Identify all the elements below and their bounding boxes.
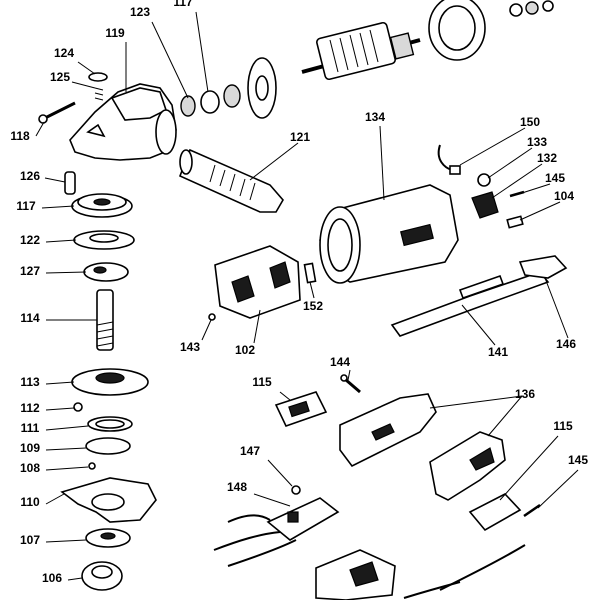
callout-c113: 113 [20, 375, 40, 389]
leader-lines [35, 11, 579, 581]
suppressor-block [315, 549, 396, 600]
callout-c126: 126 [20, 169, 40, 183]
callout-c112: 112 [20, 401, 40, 415]
callout-c107: 107 [20, 533, 40, 547]
callout-labels: 123 117 124 119 125 118 121 134 150 133 132 145 104 1… [10, 0, 588, 585]
cable-clip [303, 262, 317, 284]
baffle-plate [247, 57, 277, 119]
callout-c122: 122 [20, 233, 40, 247]
callout-c121: 121 [290, 130, 310, 144]
spindle-parts-column [60, 171, 157, 591]
screw-145 [523, 503, 541, 518]
fan-housing [428, 0, 486, 61]
callout-c123: 123 [130, 5, 150, 19]
callout-c145a: 145 [545, 171, 565, 185]
brush-holder-assembly [437, 144, 525, 229]
callout-c152: 152 [303, 299, 323, 313]
spindle-lock-spring [88, 72, 108, 101]
housing-screw [38, 101, 76, 124]
callout-c117a: 117 [173, 0, 193, 9]
field-coil [214, 245, 301, 319]
handle-half-upper [339, 393, 437, 468]
callout-c108: 108 [20, 461, 40, 475]
callout-c132: 132 [537, 151, 557, 165]
callout-c145b: 145 [568, 453, 588, 467]
rear-bearings [509, 0, 554, 17]
switch-cover [274, 391, 328, 427]
side-handle [178, 148, 284, 213]
motor-housing [319, 184, 459, 284]
callout-c110: 110 [20, 495, 40, 509]
callout-c114: 114 [20, 311, 40, 325]
callout-c136: 136 [515, 387, 535, 401]
callout-c125: 125 [50, 70, 70, 84]
callout-c124: 124 [54, 46, 74, 60]
callout-c117b: 117 [16, 199, 36, 213]
callout-c141: 141 [488, 345, 508, 359]
callout-c143: 143 [180, 340, 200, 354]
switch-assembly [213, 485, 340, 567]
callout-c134: 134 [365, 110, 385, 124]
coil-screw [208, 313, 216, 321]
callout-c111: 111 [21, 421, 40, 435]
callout-c109: 109 [20, 441, 40, 455]
handle-half-lower [429, 431, 506, 501]
callout-c146: 146 [556, 337, 576, 351]
callout-c106: 106 [42, 571, 62, 585]
power-cord [403, 544, 526, 599]
bearing-stack [180, 84, 241, 117]
callout-c127: 127 [20, 264, 40, 278]
callout-c144: 144 [330, 355, 350, 369]
callout-c115a: 115 [252, 375, 272, 389]
callout-c104: 104 [554, 189, 574, 203]
callout-c118: 118 [10, 129, 30, 143]
callout-c133: 133 [527, 135, 547, 149]
cover-plate-115 [468, 493, 522, 532]
armature [301, 21, 421, 81]
callout-c147: 147 [240, 444, 260, 458]
callout-c119: 119 [105, 26, 125, 40]
callout-c102: 102 [235, 343, 255, 357]
callout-c115b: 115 [553, 419, 573, 433]
switch-slider [390, 271, 550, 337]
screw-144 [340, 374, 361, 394]
switch-rod [518, 255, 568, 279]
callout-c150: 150 [520, 115, 540, 129]
callout-c148: 148 [227, 480, 247, 494]
gear-housing [69, 83, 177, 161]
